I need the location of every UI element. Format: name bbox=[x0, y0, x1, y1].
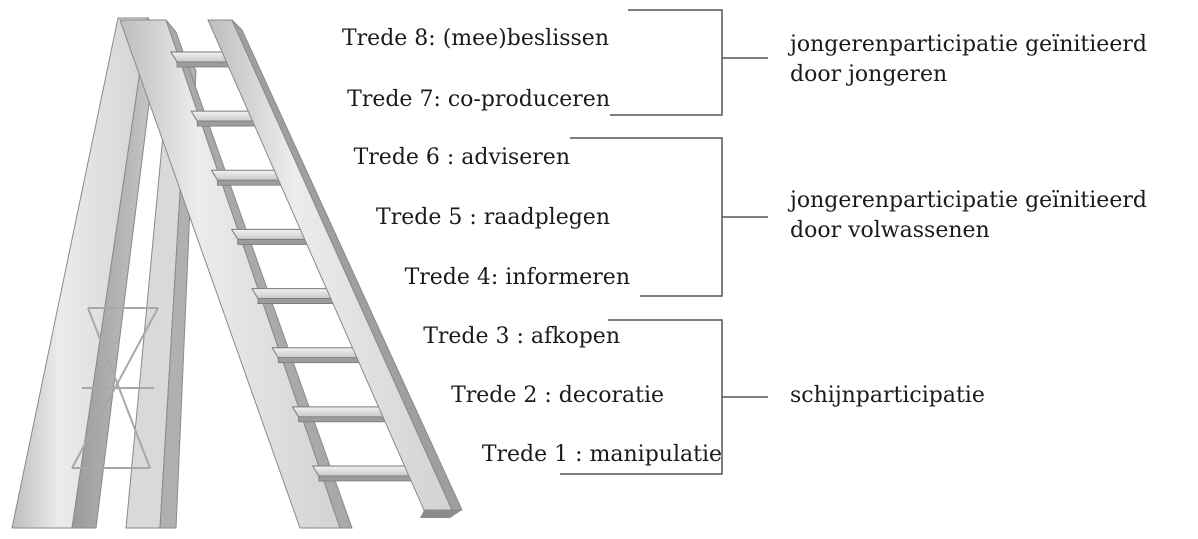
group-label-3: schijnparticipatie bbox=[790, 381, 985, 411]
ladder-step-8 bbox=[170, 51, 233, 68]
ladder-step-6 bbox=[210, 169, 286, 186]
rung-label-6: Trede 6 : adviseren bbox=[353, 145, 570, 170]
rung-label-2: Trede 2 : decoratie bbox=[451, 383, 664, 408]
ladder-front-rail-left bbox=[119, 19, 353, 529]
group-label-1: jongerenparticipatie geïnitieerd door jo… bbox=[790, 30, 1147, 90]
rung-label-4: Trede 4: informeren bbox=[404, 265, 630, 290]
rung-label-8: Trede 8: (mee)beslissen bbox=[341, 26, 609, 51]
group-label-1-line1: jongerenparticipatie geïnitieerd bbox=[790, 32, 1147, 57]
rung-label-3: Trede 3 : afkopen bbox=[423, 324, 620, 349]
ladder-step-3 bbox=[271, 347, 364, 364]
group-label-2: jongerenparticipatie geïnitieerd door vo… bbox=[790, 186, 1147, 246]
group-label-2-line1: jongerenparticipatie geïnitieerd bbox=[790, 188, 1147, 213]
ladder-cross-brace bbox=[71, 307, 159, 469]
rung-label-5: Trede 5 : raadplegen bbox=[376, 205, 610, 230]
group-label-3-line1: schijnparticipatie bbox=[790, 383, 985, 408]
bracket-group-1 bbox=[610, 9, 723, 116]
rung-label-7: Trede 7: co-produceren bbox=[347, 87, 610, 112]
rung-label-1: Trede 1 : manipulatie bbox=[481, 442, 722, 467]
ladder-step-4 bbox=[251, 288, 338, 304]
ladder-step-2 bbox=[291, 406, 390, 423]
ladder-step-1 bbox=[311, 465, 416, 482]
ladder-illustration bbox=[11, 16, 463, 529]
ladder-steps bbox=[170, 51, 416, 482]
group-label-2-line2: door volwassenen bbox=[790, 218, 990, 243]
ladder-front-rail-right bbox=[207, 19, 463, 518]
group-label-1-line2: door jongeren bbox=[790, 62, 948, 87]
